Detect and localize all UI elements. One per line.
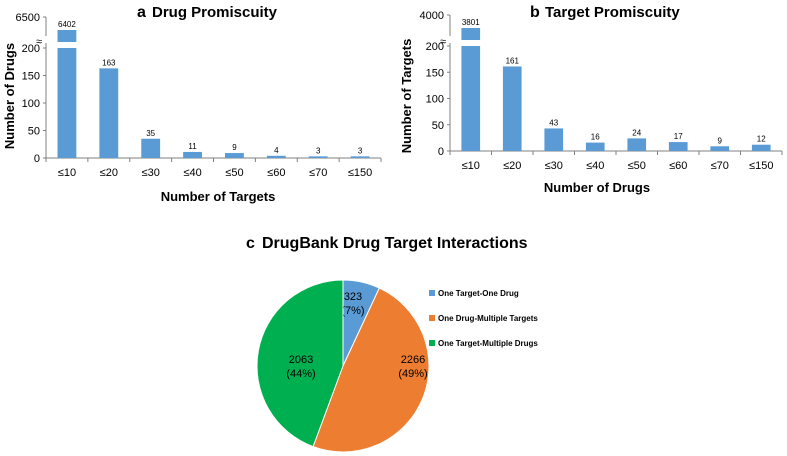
chart-b-data-label: 9 bbox=[718, 136, 723, 145]
chart-a-ytick-label: 150 bbox=[22, 71, 40, 83]
chart-b-data-label: 12 bbox=[757, 135, 766, 144]
chart-a-bar bbox=[141, 138, 161, 158]
chart-b-bar bbox=[668, 142, 688, 151]
legend-label: One Drug-Multiple Targets bbox=[438, 314, 538, 323]
chart-a-ytick-label: 50 bbox=[28, 126, 40, 138]
chart-a-data-label: 163 bbox=[102, 58, 116, 67]
chart-b-category-label: ≤150 bbox=[749, 160, 773, 172]
pie-slice-percent-label: (7%) bbox=[341, 305, 364, 317]
chart-a-category-label: ≤10 bbox=[58, 167, 76, 179]
chart-b-ytick-label: 50 bbox=[432, 120, 444, 132]
pie-slice-percent-label: (49%) bbox=[398, 368, 427, 380]
chart-b-bar bbox=[502, 66, 522, 151]
chart-b-ylabel: Number of Targets bbox=[399, 39, 414, 154]
chart-a-ytick-label: 200 bbox=[22, 43, 40, 55]
chart-b-bar bbox=[544, 128, 564, 151]
chart-a-ytick-label: 100 bbox=[22, 98, 40, 110]
chart-b-data-label: 16 bbox=[591, 133, 600, 142]
legend-swatch bbox=[429, 340, 435, 346]
chart-a-ylabel: Number of Drugs bbox=[2, 43, 17, 149]
chart-a-axis-break-icon: ≈ bbox=[36, 36, 42, 48]
chart-a-category-label: ≤150 bbox=[348, 167, 372, 179]
chart-b-ytick-label: 100 bbox=[426, 94, 444, 106]
chart-a-ytick-label: 6500 bbox=[16, 12, 40, 24]
chart-b-ytick-label: 150 bbox=[426, 67, 444, 79]
chart-a-data-label: 3 bbox=[358, 146, 363, 155]
chart-a-data-label: 4 bbox=[274, 146, 279, 155]
pie-slice-value-label: 2063 bbox=[289, 354, 313, 366]
chart-a-data-label: 9 bbox=[232, 143, 237, 152]
chart-b-data-label: 3801 bbox=[462, 18, 480, 27]
chart-b-category-label: ≤10 bbox=[462, 160, 480, 172]
chart-c-title: DrugBank Drug Target Interactions bbox=[262, 235, 528, 252]
chart-a-axis-break-gap bbox=[42, 36, 50, 43]
chart-b-category-label: ≤70 bbox=[711, 160, 729, 172]
chart-b-bar bbox=[751, 144, 771, 151]
chart-a-bar bbox=[183, 151, 202, 158]
legend-label: One Target-One Drug bbox=[438, 289, 519, 298]
chart-a-category-label: ≤60 bbox=[267, 167, 285, 179]
legend-swatch bbox=[429, 290, 435, 296]
chart-a-category-label: ≤70 bbox=[309, 167, 327, 179]
pie-slice-value-label: 323 bbox=[344, 291, 362, 303]
chart-b-bar-break-cap bbox=[461, 28, 481, 40]
chart-c: c DrugBank Drug Target Interactions 323 (… bbox=[246, 235, 538, 453]
chart-b-ytick-label: 0 bbox=[438, 146, 444, 158]
chart-a-category-label: ≤40 bbox=[183, 167, 201, 179]
chart-b-category-label: ≤20 bbox=[503, 160, 521, 172]
chart-a-title: Drug Promiscuity bbox=[152, 4, 278, 21]
chart-a: a Drug Promiscuity Number of Drugs Numbe… bbox=[2, 4, 382, 204]
chart-b-category-label: ≤50 bbox=[628, 160, 646, 172]
chart-b-title: Target Promiscuity bbox=[545, 4, 680, 21]
chart-b-bar bbox=[710, 146, 730, 151]
chart-a-ytick-label: 0 bbox=[34, 153, 40, 165]
chart-a-category-label: ≤30 bbox=[142, 167, 160, 179]
chart-b-bar bbox=[627, 138, 647, 151]
pie-slice bbox=[256, 279, 344, 448]
chart-b: b Target Promiscuity Number of Targets N… bbox=[399, 4, 783, 195]
chart-a-data-label: 35 bbox=[146, 129, 155, 138]
legend-label: One Target-Multiple Drugs bbox=[438, 339, 538, 348]
chart-a-data-label: 3 bbox=[316, 146, 321, 155]
chart-a-category-label: ≤50 bbox=[225, 167, 243, 179]
chart-b-data-label: 161 bbox=[506, 56, 520, 65]
chart-b-axis-break-gap bbox=[446, 36, 454, 43]
chart-b-ytick-label: 4000 bbox=[420, 10, 444, 22]
chart-b-xlabel: Number of Drugs bbox=[544, 180, 650, 195]
chart-a-xlabel: Number of Targets bbox=[161, 189, 276, 204]
chart-b-data-label: 17 bbox=[674, 132, 683, 141]
chart-a-panel-letter: a bbox=[137, 4, 146, 21]
chart-b-bar bbox=[461, 46, 481, 151]
chart-b-data-label: 43 bbox=[549, 118, 558, 127]
chart-b-axis-break-icon: ≈ bbox=[440, 36, 446, 48]
legend-swatch bbox=[429, 315, 435, 321]
chart-b-category-label: ≤30 bbox=[545, 160, 563, 172]
chart-a-bar bbox=[350, 156, 370, 158]
chart-a-bar-break-cap bbox=[57, 30, 77, 42]
chart-a-bar bbox=[57, 48, 77, 158]
chart-b-panel-letter: b bbox=[530, 4, 540, 21]
chart-a-bar bbox=[99, 68, 119, 158]
chart-a-bar bbox=[266, 155, 286, 158]
chart-b-bar bbox=[585, 142, 605, 151]
pie-slice bbox=[312, 287, 430, 453]
chart-c-panel-letter: c bbox=[246, 235, 255, 252]
chart-a-data-label: 11 bbox=[188, 142, 197, 151]
chart-b-category-label: ≤60 bbox=[669, 160, 687, 172]
chart-b-data-label: 24 bbox=[632, 128, 641, 137]
chart-b-ytick-label: 200 bbox=[426, 41, 444, 53]
chart-b-category-label: ≤40 bbox=[586, 160, 604, 172]
chart-a-data-label: 6402 bbox=[58, 20, 76, 29]
chart-a-bar bbox=[225, 153, 244, 158]
chart-a-bar bbox=[308, 156, 328, 158]
pie-slice-percent-label: (44%) bbox=[286, 368, 315, 380]
chart-a-category-label: ≤20 bbox=[100, 167, 118, 179]
pie-slice-value-label: 2266 bbox=[401, 354, 425, 366]
